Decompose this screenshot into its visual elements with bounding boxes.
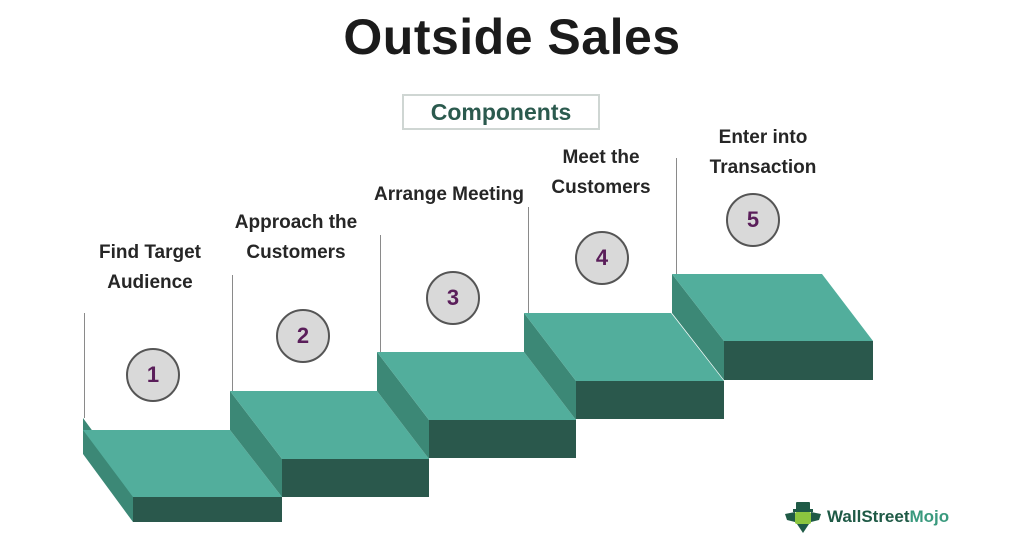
step-2-block bbox=[230, 391, 429, 497]
step-4-number-badge: 4 bbox=[575, 231, 629, 285]
step-3-block bbox=[377, 352, 576, 459]
step-3-label: Arrange Meeting bbox=[374, 184, 524, 205]
step-1-number-badge: 1 bbox=[126, 348, 180, 402]
mascot-icon bbox=[785, 502, 821, 533]
step-2-number-badge: 2 bbox=[276, 309, 330, 363]
step-5-label: Enter into Transaction bbox=[709, 127, 817, 178]
step-5-block bbox=[672, 274, 873, 380]
step-1-divider bbox=[84, 313, 85, 418]
logo-text-wallstreet: WallStreet bbox=[827, 507, 910, 526]
step-1-label: Find Target Audience bbox=[98, 242, 202, 293]
step-4-block bbox=[524, 313, 724, 420]
logo-text-mojo: Mojo bbox=[909, 507, 950, 526]
diagram-title: Outside Sales bbox=[343, 9, 681, 65]
wallstreetmojo-logo: WallStreetMojo bbox=[783, 500, 949, 534]
step-5-divider bbox=[676, 158, 677, 274]
subtitle-text: Components bbox=[430, 98, 572, 125]
step-3-number-badge: 3 bbox=[426, 271, 480, 325]
step-5-number-badge: 5 bbox=[726, 193, 780, 247]
step-2-divider bbox=[232, 275, 233, 391]
step-4-divider bbox=[528, 207, 529, 313]
step-4-label: Meet the Customers bbox=[551, 147, 651, 198]
subtitle-box: Components bbox=[402, 94, 600, 130]
step-1-block bbox=[83, 418, 282, 522]
step-2-label: Approach the Customers bbox=[234, 212, 358, 263]
step-3-divider bbox=[380, 235, 381, 352]
